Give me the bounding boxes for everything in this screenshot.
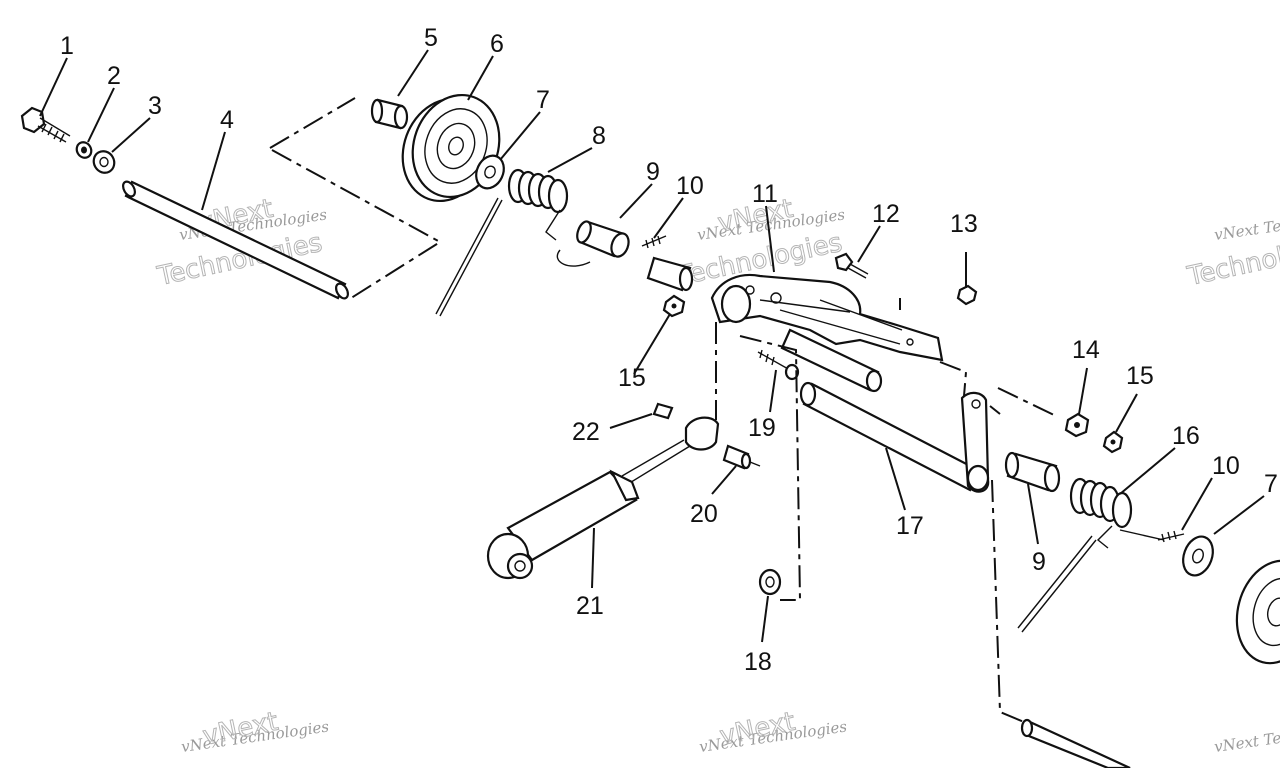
- callout-labels: 1 2 3 4 5 6 7 8 9 10 11 12 13 14 15 16 1…: [60, 24, 1278, 676]
- callout-10: 10: [676, 172, 704, 200]
- part-20-spacer: [722, 444, 761, 470]
- callout-6: 6: [490, 30, 504, 58]
- callout-16: 16: [1172, 422, 1200, 450]
- part-15-nut: [662, 294, 686, 318]
- part-13-nut: [956, 284, 978, 306]
- part-3-washer: [92, 150, 116, 174]
- callout-19: 19: [748, 414, 776, 442]
- assembly-lines: [715, 298, 1057, 723]
- callout-15: 15: [1126, 362, 1154, 390]
- part-4-shaft: [1020, 718, 1131, 768]
- part-21-shock: [486, 416, 720, 580]
- part-2-washer: [75, 141, 93, 159]
- callout-20: 20: [690, 500, 718, 528]
- part-17-arm-shaft: [780, 328, 990, 493]
- callout-14: 14: [1072, 336, 1100, 364]
- callout-7-lower: 7: [1264, 470, 1278, 498]
- callout-5: 5: [424, 24, 438, 52]
- watermark-text: vNext Technologies: [1213, 717, 1280, 756]
- callout-17: 17: [896, 512, 924, 540]
- part-22-pin: [652, 402, 674, 420]
- callout-11: 11: [752, 180, 778, 208]
- callout-3: 3: [148, 92, 162, 120]
- part-9-sleeve: [576, 220, 630, 258]
- part-11-bracket: [646, 256, 944, 362]
- callout-15-left: 15: [618, 364, 646, 392]
- callout-8: 8: [592, 122, 606, 150]
- callout-7: 7: [536, 86, 550, 114]
- callout-21: 21: [576, 592, 604, 620]
- part-4-shaft: [122, 180, 349, 300]
- part-14-nut: [1064, 412, 1090, 438]
- part-6-wheel: [401, 93, 501, 203]
- part-7-washer: [475, 154, 505, 190]
- callout-2: 2: [107, 62, 121, 90]
- part-10-screw: [641, 235, 667, 249]
- callout-12: 12: [872, 200, 900, 228]
- part-15-nut: [1102, 430, 1124, 454]
- callout-9: 9: [646, 158, 660, 186]
- watermark-text: vNext Technologies: [1213, 205, 1280, 244]
- part-12-bolt: [834, 252, 869, 279]
- part-8-spring: [435, 168, 591, 317]
- assembly-line: [269, 97, 442, 301]
- part-5-bushing: [370, 98, 409, 130]
- part-18-washer: [758, 568, 782, 596]
- callout-22: 22: [572, 418, 600, 446]
- part-7-washer: [1182, 535, 1214, 577]
- part-9-sleeve: [1004, 451, 1061, 493]
- part-1-bolt: [20, 106, 71, 143]
- leader-lines: [39, 49, 1265, 643]
- callout-13: 13: [950, 210, 978, 238]
- part-16-spring: [1017, 477, 1165, 633]
- callout-1: 1: [60, 32, 74, 60]
- part-10-screw: [1157, 530, 1185, 543]
- callout-9-lower: 9: [1032, 548, 1046, 576]
- callout-18: 18: [744, 648, 772, 676]
- part-19-stud: [757, 349, 800, 381]
- callout-4: 4: [220, 106, 234, 134]
- part-6-wheel: [1235, 559, 1280, 665]
- callout-10-lower: 10: [1212, 452, 1240, 480]
